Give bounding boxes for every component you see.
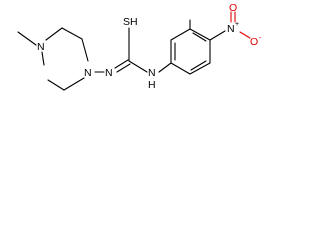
bond-ring-3	[81, 38, 89, 62]
bond-n-c-double-b	[116, 63, 131, 73]
bond-para-nitro	[209, 30, 226, 41]
bond-ring-4	[63, 77, 85, 91]
atom-n-imine: N	[105, 67, 113, 79]
bond-ring-2	[61, 27, 83, 40]
bond-ring-1	[45, 27, 63, 41]
chemical-structure: N N N SH N H N + O O -	[17, 2, 262, 91]
atom-n-ring-top: N	[37, 41, 45, 53]
bond-benzene-2	[170, 28, 191, 41]
atom-nh-h: H	[148, 79, 156, 91]
bond-benzene-5	[189, 62, 211, 75]
bond-methyl	[17, 31, 37, 46]
bond-ring-5	[47, 79, 65, 91]
atom-oxygen-top: O	[229, 2, 237, 14]
atom-nh-n: N	[148, 67, 156, 79]
bond-ring-6	[41, 51, 45, 66]
bond-benzene-inner-3	[190, 60, 207, 71]
bond-benzene-inner-2	[192, 32, 207, 42]
atom-nitro-n: N	[227, 23, 235, 35]
bond-nh-ring	[158, 62, 172, 73]
atom-nitro-plus: +	[235, 21, 239, 28]
bond-benzene-6	[170, 62, 191, 75]
bond-n-c-double-a	[114, 59, 129, 69]
bond-benzene-3	[189, 28, 211, 41]
bond-nitro-o-right	[239, 31, 251, 39]
atom-sh: SH	[123, 16, 138, 28]
bond-c-nh	[128, 60, 148, 73]
atom-n-ring-bottom: N	[84, 67, 92, 79]
atom-oxygen-right: O	[250, 36, 258, 48]
atom-oxygen-minus: -	[259, 35, 262, 42]
